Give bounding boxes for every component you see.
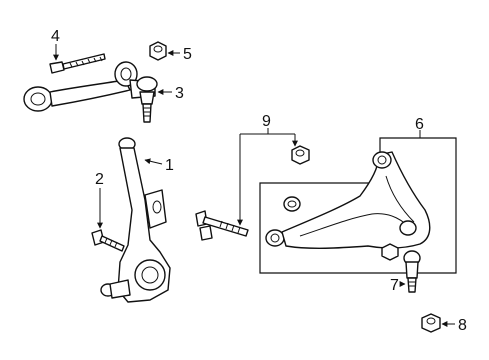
lower-control-arm-assembly: [259, 130, 457, 274]
lower-ball-joint-nut: [421, 313, 455, 333]
upper-arm-nut: [149, 41, 180, 61]
callout-5: 5: [183, 46, 192, 63]
callout-6: 6: [415, 116, 424, 133]
callout-9: 9: [262, 113, 271, 130]
upper-arm-bolt: [49, 44, 106, 74]
callout-1-leader: [144, 158, 163, 165]
callout-7: 7: [390, 277, 399, 294]
steering-knuckle: [100, 137, 171, 303]
upper-control-arm: [23, 61, 172, 123]
bolt-and-nut-group: [195, 128, 310, 241]
callout-1: 1: [165, 157, 174, 174]
callout-4: 4: [51, 28, 60, 45]
lower-ball-joint: [399, 250, 421, 293]
callout-3: 3: [175, 85, 184, 102]
knuckle-bolt: [91, 188, 125, 252]
callout-8: 8: [458, 317, 467, 334]
callout-2: 2: [95, 171, 104, 188]
